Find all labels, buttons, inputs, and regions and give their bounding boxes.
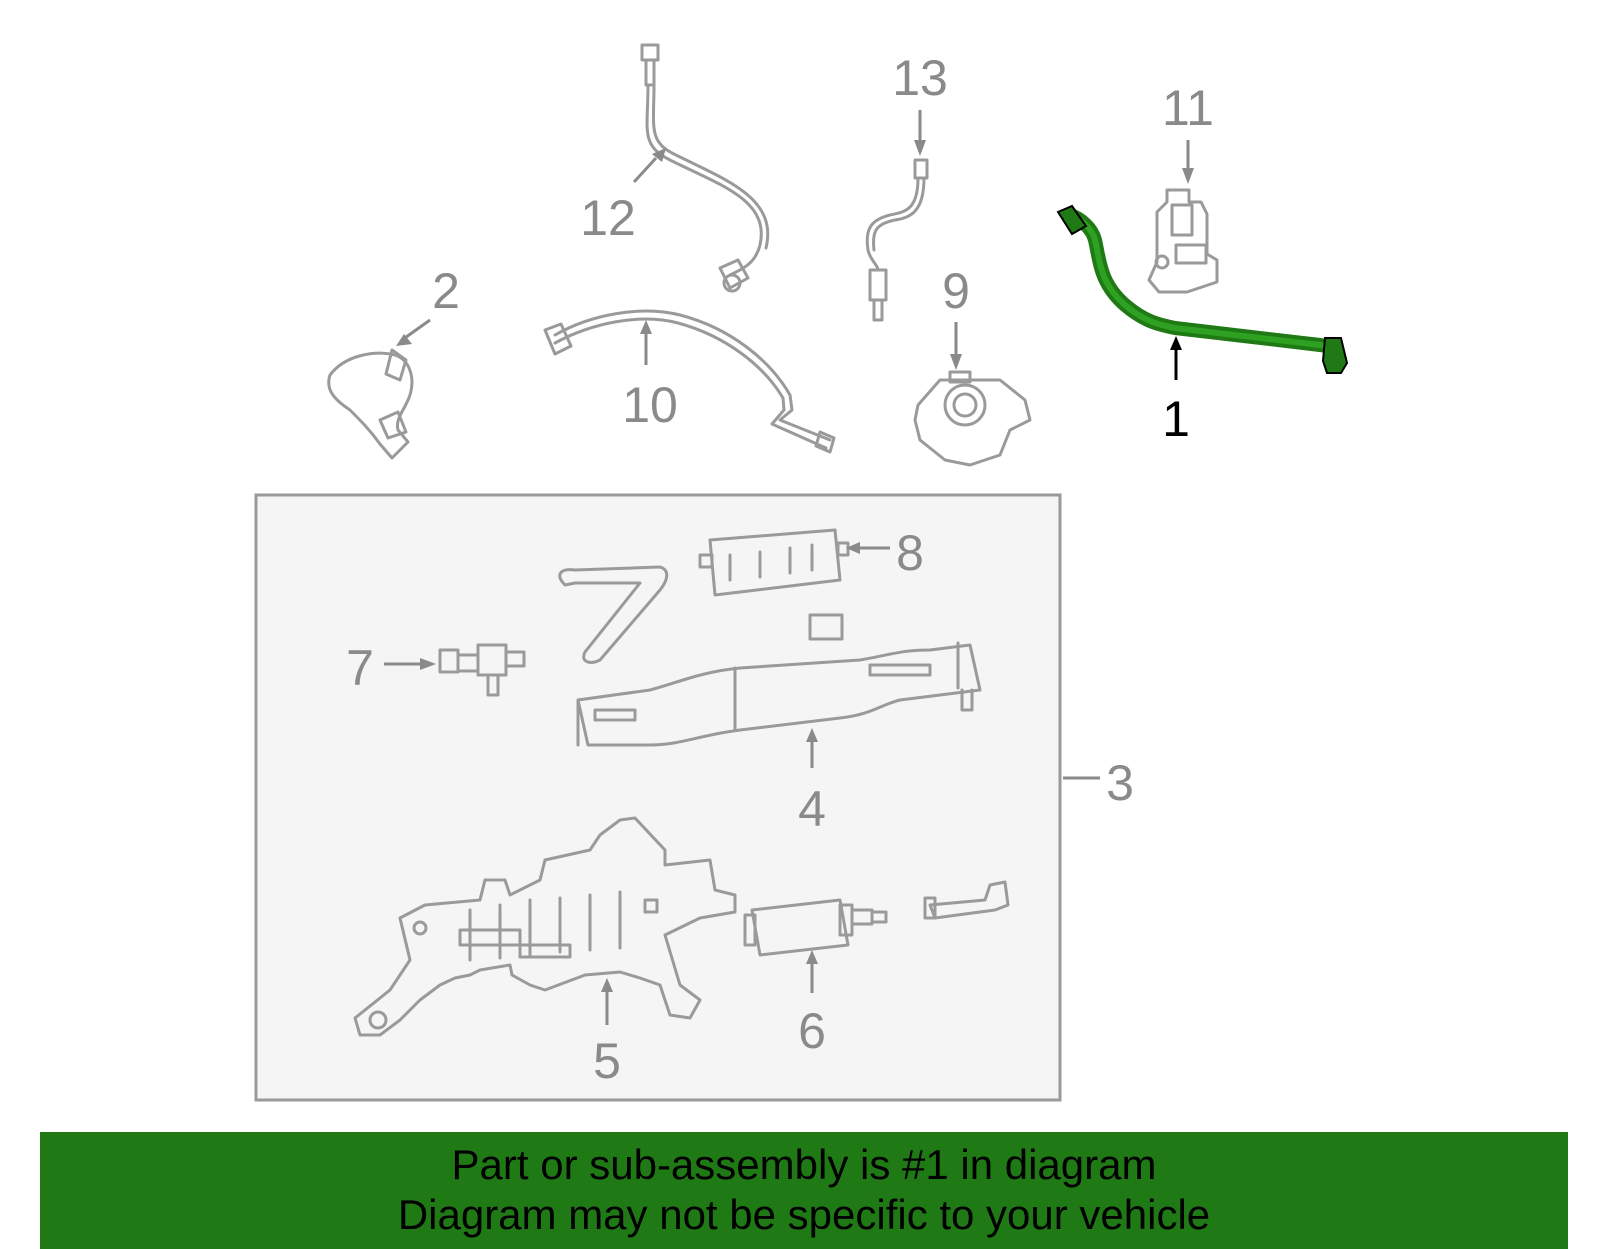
callout-10[interactable]: 10 [622,377,678,433]
part-9[interactable] [913,370,1032,467]
callout-3[interactable]: 3 [1106,755,1134,811]
callout-1[interactable]: 1 [1162,391,1190,447]
callout-8[interactable]: 8 [896,525,924,581]
part-2[interactable] [327,348,414,460]
part-11[interactable] [1147,188,1219,294]
part-7[interactable] [438,643,526,697]
banner-line-2: Diagram may not be specific to your vehi… [397,1191,1211,1238]
part-13[interactable] [865,158,929,322]
callout-5[interactable]: 5 [593,1033,621,1089]
callout-6[interactable]: 6 [798,1003,826,1059]
part-8[interactable] [698,528,850,597]
part-1-hose-highlighted[interactable] [1056,204,1349,374]
part-6[interactable] [743,898,888,957]
callout-11[interactable]: 11 [1162,80,1214,136]
callout-4[interactable]: 4 [798,781,826,837]
leader-lines [384,110,1194,1025]
callout-12[interactable]: 12 [580,190,636,246]
parts-diagram: 1 2 3 4 5 6 7 8 9 10 11 12 13 [254,43,1349,1102]
part-10[interactable] [543,309,836,454]
part-12[interactable] [640,43,770,293]
callout-7[interactable]: 7 [346,640,374,696]
assembly-group-box [254,493,1062,1102]
callout-13[interactable]: 13 [892,50,948,106]
connector-tube[interactable] [923,880,1010,920]
part-4[interactable] [576,641,982,747]
banner-line-1: Part or sub-assembly is #1 in diagram [451,1141,1157,1188]
part-5[interactable] [353,816,737,1037]
small-pad [808,613,844,641]
vent-tube[interactable] [558,565,669,664]
callout-9[interactable]: 9 [942,263,970,319]
callout-2[interactable]: 2 [432,263,460,319]
info-banner: Part or sub-assembly is #1 in diagram Di… [40,1132,1568,1249]
